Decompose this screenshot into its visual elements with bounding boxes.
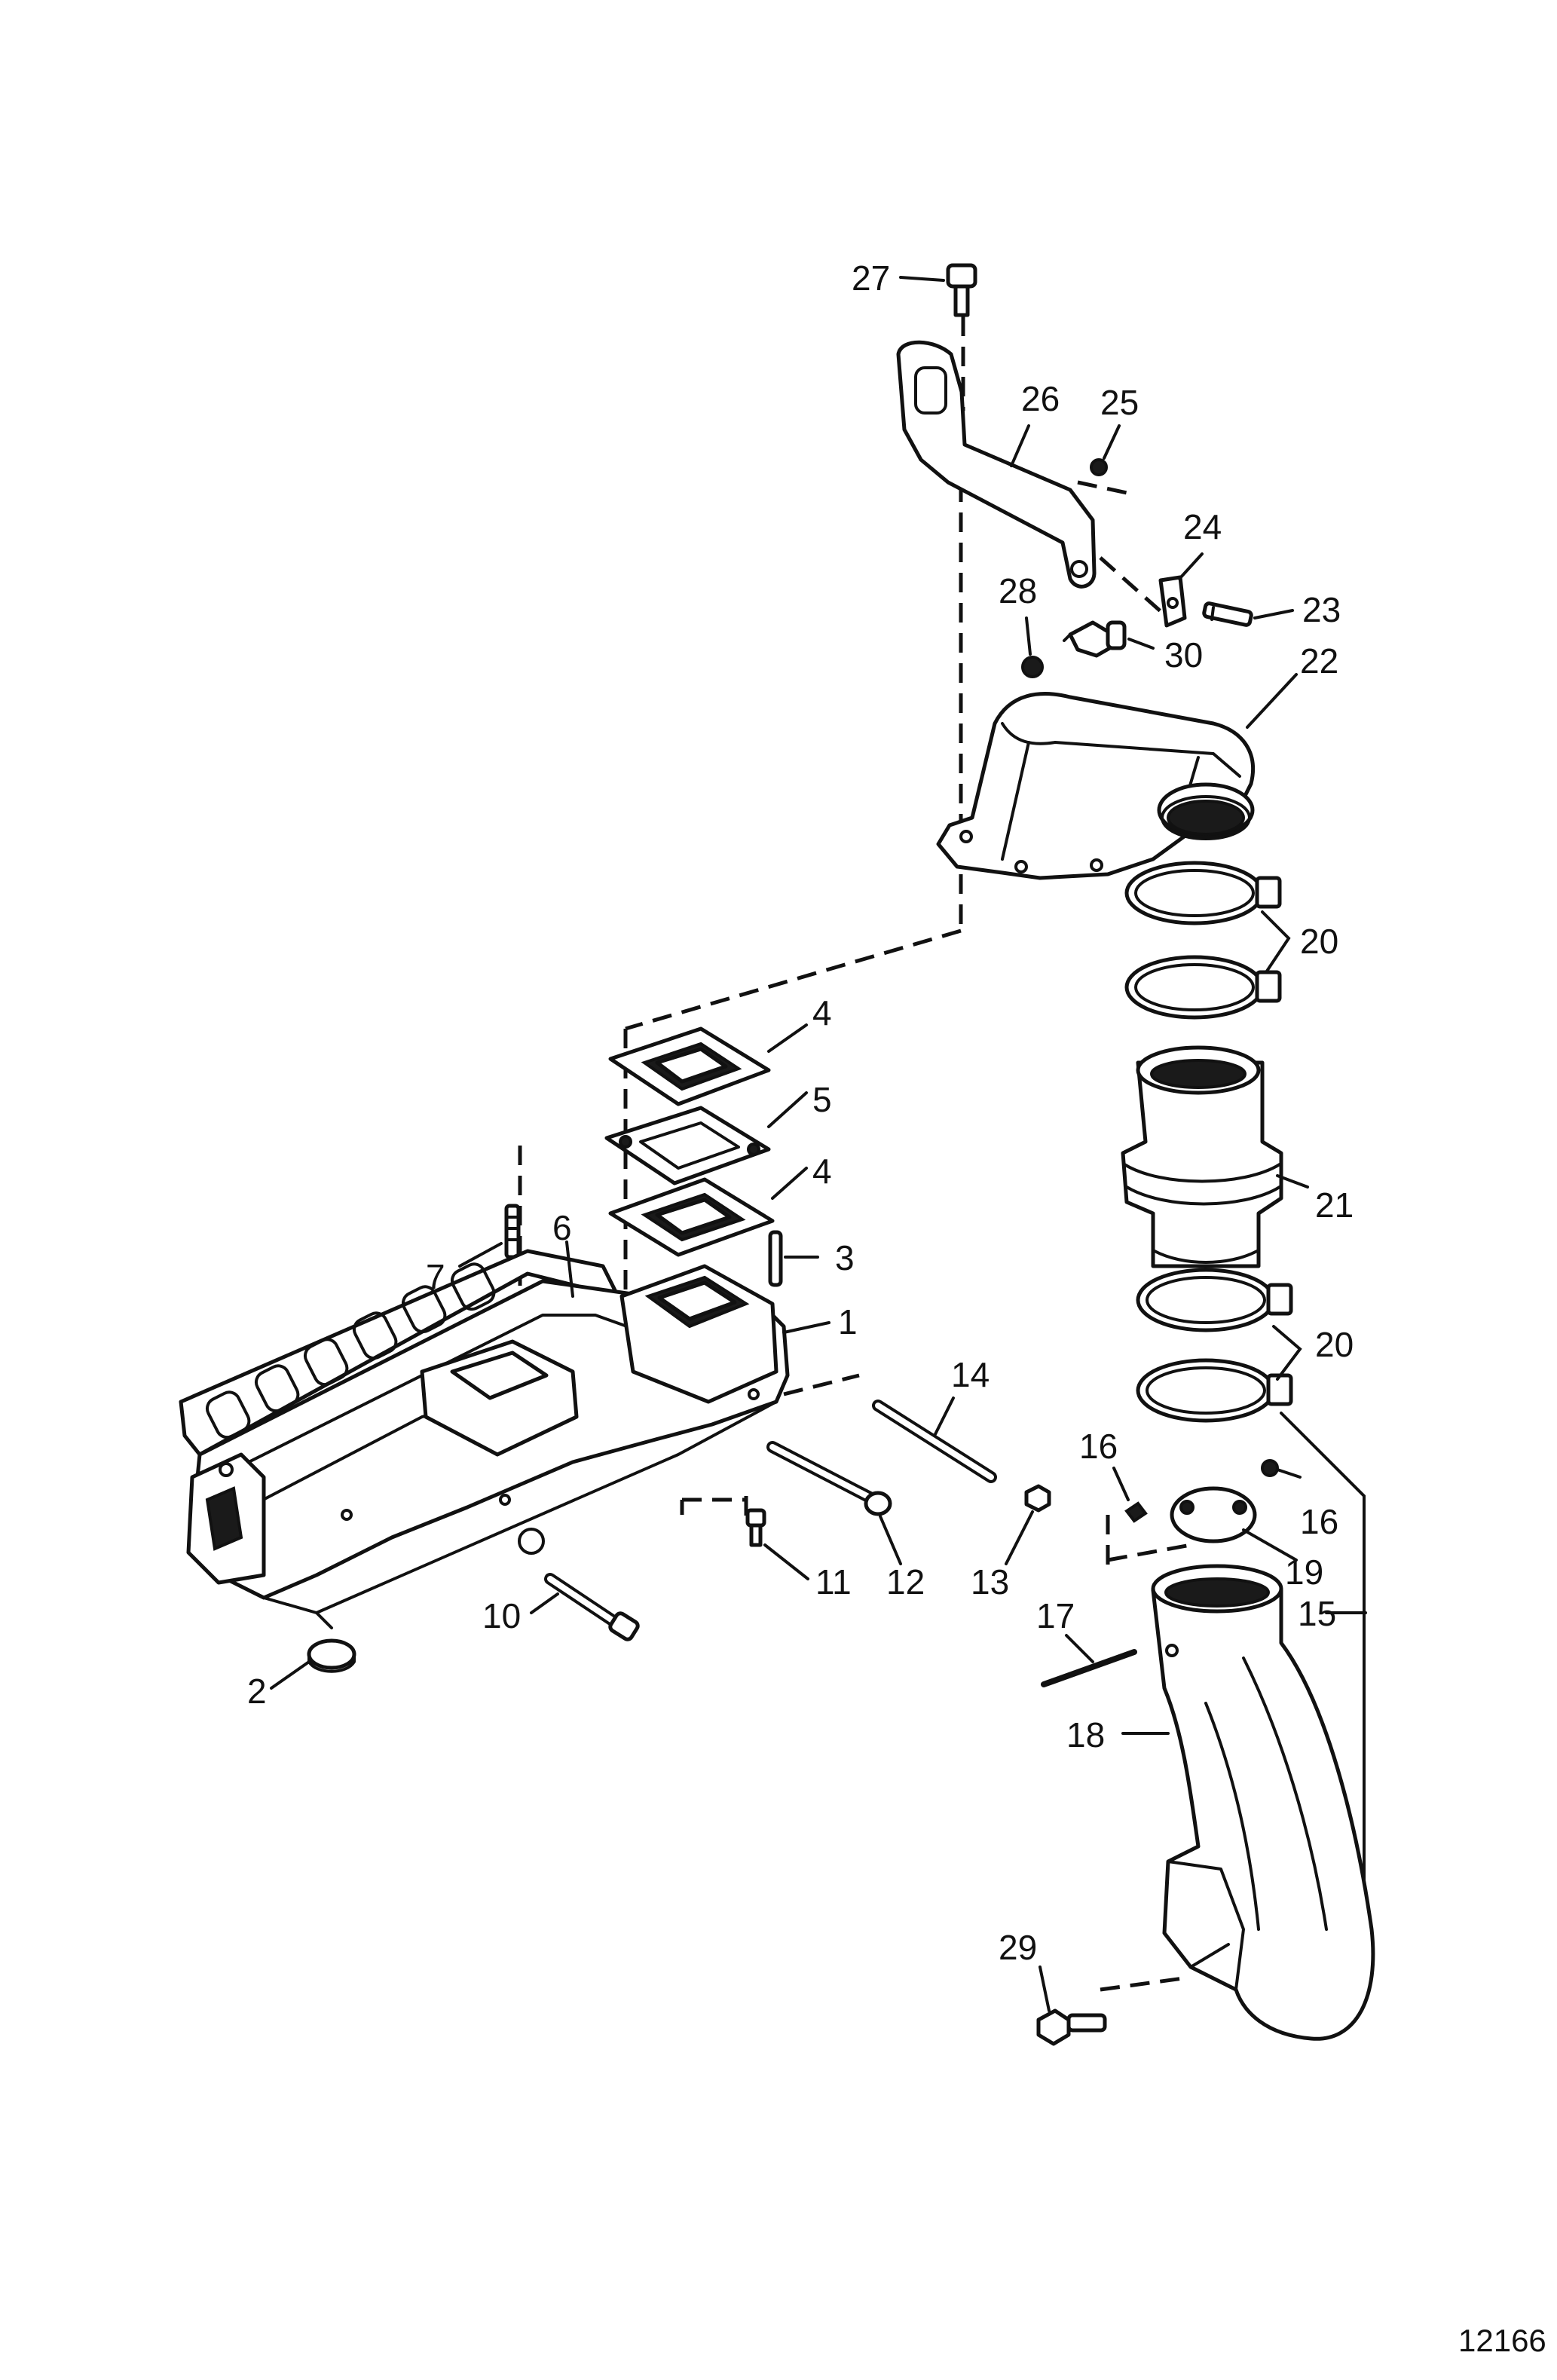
exhaust-pipe-18 — [1151, 1564, 1375, 2041]
clip-24 — [1158, 575, 1187, 628]
callout-1: 1 — [838, 1302, 858, 1341]
callout-25: 25 — [1100, 383, 1139, 422]
callout-23: 23 — [1302, 590, 1341, 629]
callout-13: 13 — [971, 1562, 1009, 1601]
callout-20-lower: 20 — [1315, 1325, 1354, 1364]
stud-14 — [872, 1400, 997, 1483]
callout-16-left: 16 — [1079, 1427, 1118, 1466]
nut-16-left — [1124, 1501, 1148, 1523]
pin-3 — [768, 1230, 783, 1287]
callout-24: 24 — [1183, 507, 1222, 546]
bolt-11 — [745, 1508, 766, 1547]
callout-7: 7 — [426, 1257, 445, 1296]
cover-plate-19 — [1170, 1486, 1257, 1543]
callout-4-upper: 4 — [812, 993, 832, 1032]
bolt-29 — [1036, 2008, 1107, 2046]
callout-27: 27 — [852, 258, 890, 298]
gasket-5 — [604, 1106, 771, 1185]
callout-leaders — [270, 276, 1367, 2012]
callout-18: 18 — [1066, 1715, 1105, 1754]
callout-14: 14 — [951, 1355, 990, 1394]
hose-clamp-20-upper — [1124, 861, 1282, 1020]
nut-25 — [1090, 458, 1108, 476]
figure-number: 12166 — [1458, 2323, 1546, 2358]
callout-21: 21 — [1315, 1185, 1354, 1225]
callout-6: 6 — [552, 1208, 572, 1247]
callout-11: 11 — [815, 1562, 852, 1601]
callout-20-upper: 20 — [1300, 922, 1338, 961]
screw-23 — [1202, 601, 1253, 627]
callout-3: 3 — [835, 1238, 855, 1277]
callout-19: 19 — [1285, 1553, 1323, 1592]
callout-labels: 27 26 25 24 23 28 30 22 20 4 5 4 21 7 6 … — [247, 258, 1546, 2358]
exhaust-manifold-1 — [179, 1249, 790, 1629]
callout-29: 29 — [999, 1928, 1037, 1967]
callout-10: 10 — [482, 1596, 521, 1635]
callout-16-right: 16 — [1300, 1502, 1338, 1541]
callout-28: 28 — [999, 571, 1037, 610]
plug-2 — [307, 1638, 356, 1673]
exhaust-hose-21 — [1121, 1045, 1283, 1268]
callout-2: 2 — [247, 1672, 267, 1711]
callout-4-lower: 4 — [812, 1152, 832, 1191]
washer-28 — [1021, 656, 1044, 678]
callout-26: 26 — [1021, 379, 1060, 418]
callout-5: 5 — [812, 1080, 832, 1119]
callout-15: 15 — [1298, 1594, 1336, 1633]
gasket-4-upper — [608, 1026, 771, 1106]
nut-16-right — [1261, 1459, 1279, 1477]
callout-22: 22 — [1300, 641, 1338, 681]
callout-12: 12 — [886, 1562, 925, 1601]
bolt-27 — [946, 263, 977, 317]
fitting-30 — [1063, 620, 1127, 658]
bolt-12 — [766, 1441, 892, 1516]
exhaust-elbow-22 — [936, 692, 1256, 880]
pin-17 — [1041, 1649, 1137, 1687]
gasket-4-lower — [608, 1177, 775, 1257]
callout-17: 17 — [1036, 1596, 1075, 1635]
bolt-10 — [544, 1573, 640, 1641]
stud-7 — [504, 1204, 521, 1259]
mounting-bracket-26 — [896, 340, 1097, 589]
nut-13 — [1024, 1484, 1051, 1513]
hose-clamp-20-lower — [1136, 1268, 1293, 1423]
callout-30: 30 — [1164, 635, 1203, 675]
